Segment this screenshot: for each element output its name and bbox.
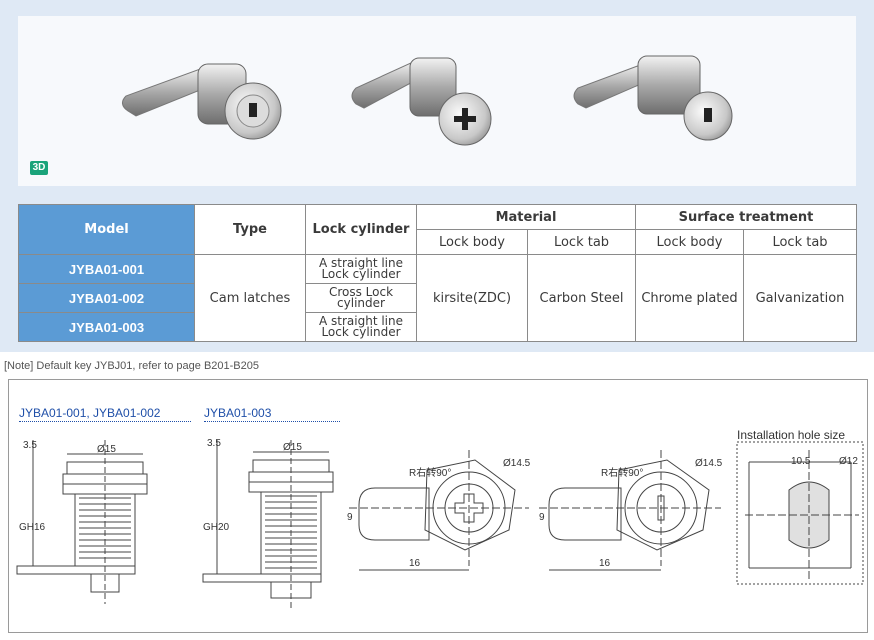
lock-photo-3 [573,55,733,141]
cylinder-cell: A straight line Lock cylinder [305,254,417,284]
header-material-lock-tab: Lock tab [527,229,636,255]
material-body-cell: kirsite(ZDC) [416,254,528,342]
drawing-lines: Ø15 Ø15 3.5 3.5 GH16 GH20 R右转90° R右转90° … [16,438,864,610]
header-surface-treatment: Surface treatment [635,204,857,230]
product-photo-area [18,16,856,186]
cylinder-cell: Cross Lock cylinder [305,283,417,313]
installation-hole-label: Installation hole size [737,428,846,442]
drawing-label-001-002: JYBA01-001, JYBA01-002 [19,406,161,420]
product-panel: 3D Model Type Lock cylinder Material Sur… [0,0,874,352]
note-text: [Note] Default key JYBJ01, refer to page… [4,360,259,372]
model-cell: JYBA01-001 [18,254,195,284]
dim-gh16: GH16 [19,522,46,533]
dim-d15b: Ø15 [283,442,302,453]
surface-tab-cell: Galvanization [743,254,857,342]
label-underline [204,421,340,422]
surface-body-cell: Chrome plated [635,254,744,342]
drawing-label-003: JYBA01-003 [204,406,272,420]
product-photos [122,55,733,146]
dim-d145a: Ø14.5 [503,458,531,469]
header-surface-lock-body: Lock body [635,229,744,255]
spec-table: Model Type Lock cylinder Material Surfac… [18,204,857,342]
header-material-lock-body: Lock body [416,229,528,255]
model-cell: JYBA01-002 [18,283,195,313]
lock-photo-1 [122,63,282,140]
front-view-2 [539,450,721,571]
dim-d145b: Ø14.5 [695,458,723,469]
lock-photo-2 [351,57,492,146]
label-underline [19,421,191,422]
dim-r90b: R右转90° [601,466,643,479]
header-material: Material [416,204,636,230]
dim-w9b: 9 [539,512,545,523]
dim-h35a: 3.5 [23,440,37,451]
dim-hole-diameter: Ø12 [839,456,858,467]
dim-r90a: R右转90° [409,466,451,479]
installation-hole-view [736,441,864,585]
dim-w9a: 9 [347,512,353,523]
dim-l16b: 16 [599,558,611,569]
header-model: Model [18,204,195,255]
cylinder-cell: A straight line Lock cylinder [305,312,417,342]
material-tab-cell: Carbon Steel [527,254,636,342]
header-type: Type [194,204,306,255]
dim-l16a: 16 [409,558,421,569]
side-view-1 [16,440,148,604]
technical-drawing: JYBA01-001, JYBA01-002 JYBA01-003 Instal… [8,379,868,633]
dim-d15a: Ø15 [97,444,116,455]
3d-badge[interactable]: 3D [30,161,48,175]
dim-h35b: 3.5 [207,438,221,449]
side-view-2 [202,440,334,610]
front-view-1 [349,450,529,571]
model-cell: JYBA01-003 [18,312,195,342]
type-cell: Cam latches [194,254,306,342]
dim-gh20: GH20 [203,522,230,533]
dim-hole-width: 10.5 [791,456,811,467]
header-lock-cylinder: Lock cylinder [305,204,417,255]
header-surface-lock-tab: Lock tab [743,229,857,255]
